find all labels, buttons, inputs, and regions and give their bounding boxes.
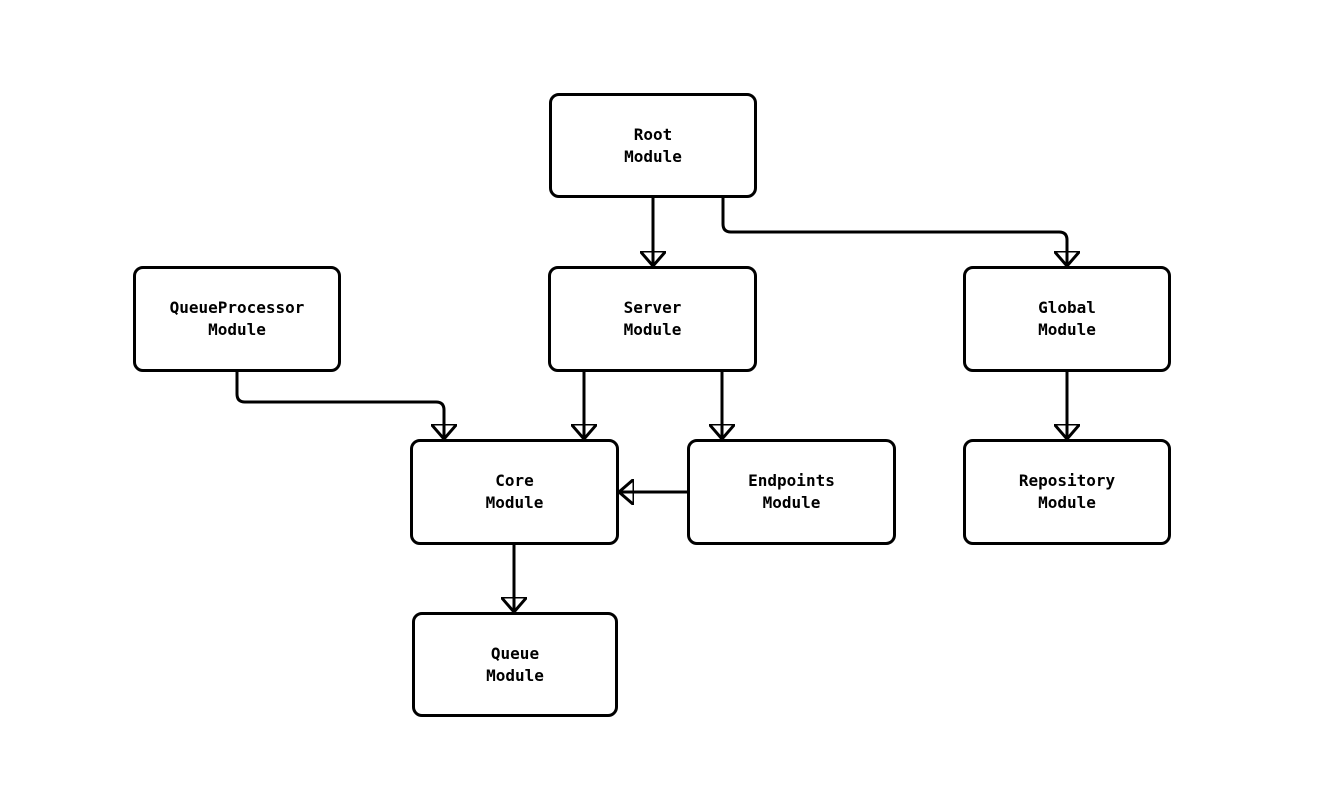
node-global-module: Global Module: [963, 266, 1171, 372]
node-queue-module-label: Queue Module: [486, 643, 544, 685]
node-root-module: Root Module: [549, 93, 757, 198]
node-core-module: Core Module: [410, 439, 619, 545]
node-core-module-label: Core Module: [485, 471, 544, 512]
node-queueprocessor-module: QueueProcessor Module: [133, 266, 341, 372]
node-root-module-label: Root Module: [624, 124, 682, 166]
edge-queueprocessor-to-core: [235, 372, 444, 439]
node-global-module-label: Global Module: [1038, 298, 1096, 339]
node-queueprocessor-module-label: QueueProcessor Module: [169, 298, 305, 339]
edge-root-to-global: [721, 198, 1067, 266]
node-endpoints-module-label: Endpoints Module: [748, 471, 835, 512]
node-repository-module: Repository Module: [963, 439, 1171, 545]
node-repository-module-label: Repository Module: [1018, 471, 1116, 512]
node-queue-module: Queue Module: [412, 612, 618, 717]
node-endpoints-module: Endpoints Module: [687, 439, 896, 545]
node-server-module: Server Module: [548, 266, 757, 372]
node-server-module-label: Server Module: [623, 298, 682, 339]
